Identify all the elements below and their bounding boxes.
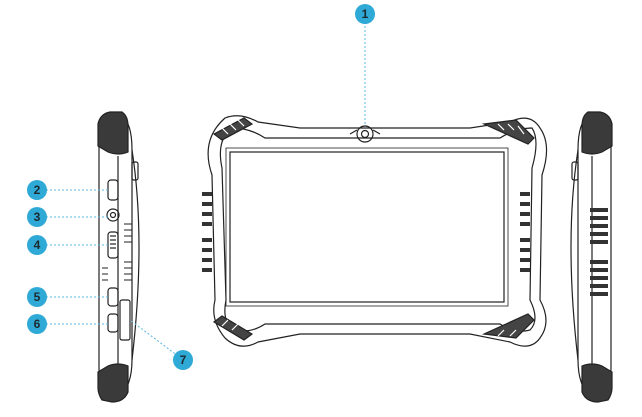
callout-4: 4	[27, 235, 47, 255]
callout-number: 7	[180, 353, 187, 367]
card-slot	[119, 299, 131, 341]
callout-5: 5	[27, 287, 47, 307]
right-bottom-bumper	[581, 363, 613, 403]
callout-3: 3	[27, 207, 47, 227]
callout-badge	[355, 4, 375, 24]
callout-badge	[27, 180, 47, 200]
side-port-6	[107, 313, 119, 333]
screen	[229, 151, 505, 303]
front-view	[202, 115, 548, 347]
right-side-body	[577, 117, 612, 393]
callout-number: 2	[34, 183, 41, 197]
callout-number: 1	[362, 7, 369, 21]
power-button	[106, 208, 120, 222]
front-inner-frame	[219, 127, 537, 332]
right-top-bumper	[581, 111, 613, 155]
leader-7	[129, 319, 179, 357]
callout-badge	[173, 350, 193, 370]
left-bottom-bumper	[97, 363, 129, 403]
side-button	[107, 179, 119, 201]
callout-number: 5	[34, 290, 41, 304]
callout-number: 4	[34, 238, 41, 252]
callout-badge	[27, 207, 47, 227]
left-back-curve	[131, 149, 140, 361]
callout-2: 2	[27, 180, 47, 200]
grip-top-right	[481, 119, 535, 145]
grip-bottom-left	[212, 315, 254, 341]
side-port-5	[107, 287, 119, 307]
callout-7: 7	[173, 350, 193, 370]
right-grip-ridges	[590, 208, 608, 296]
right-side-view	[570, 111, 613, 403]
front-camera	[356, 125, 374, 143]
callout-badge	[27, 314, 47, 334]
callout-6: 6	[27, 314, 47, 334]
front-outer-frame	[207, 115, 548, 347]
grip-bottom-right	[481, 313, 535, 339]
leader-lines	[46, 22, 366, 357]
callout-number: 6	[34, 317, 41, 331]
callout-badge	[27, 287, 47, 307]
right-speaker-slots	[520, 192, 530, 272]
left-top-bumper	[97, 111, 129, 155]
left-side-body	[98, 117, 133, 393]
grip-top-left	[212, 117, 254, 141]
callout-badge	[27, 235, 47, 255]
left-side-view	[97, 111, 140, 403]
callout-number: 3	[34, 210, 41, 224]
left-speaker-slots	[202, 192, 212, 272]
callout-1: 1	[355, 4, 375, 24]
